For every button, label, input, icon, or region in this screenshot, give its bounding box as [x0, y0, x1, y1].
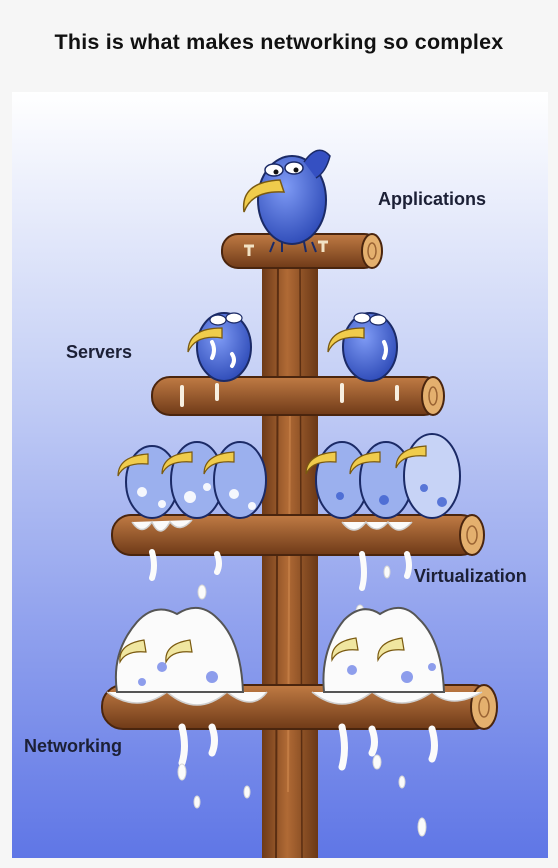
- crossbar-networking: [101, 684, 498, 771]
- label-applications: Applications: [378, 189, 486, 209]
- label-servers: Servers: [66, 342, 132, 362]
- page-title: This is what makes networking so complex: [54, 30, 504, 54]
- server-bird-left: [187, 312, 252, 382]
- virtualization-birds-right: [305, 433, 461, 519]
- crossbar-virtualization: [111, 514, 485, 591]
- virtualization-birds-left: [117, 441, 267, 519]
- bird-pole-cartoon: Applications Servers Virtualization Netw…: [12, 92, 548, 858]
- applications-bird: [242, 149, 331, 253]
- crossbar-applications: [221, 233, 383, 269]
- label-networking: Networking: [24, 736, 122, 756]
- label-virtualization: Virtualization: [414, 566, 527, 586]
- crossbar-servers: [151, 376, 445, 416]
- networking-birds-right: [322, 607, 446, 693]
- server-bird-right: [327, 312, 398, 382]
- networking-birds-left: [114, 607, 245, 693]
